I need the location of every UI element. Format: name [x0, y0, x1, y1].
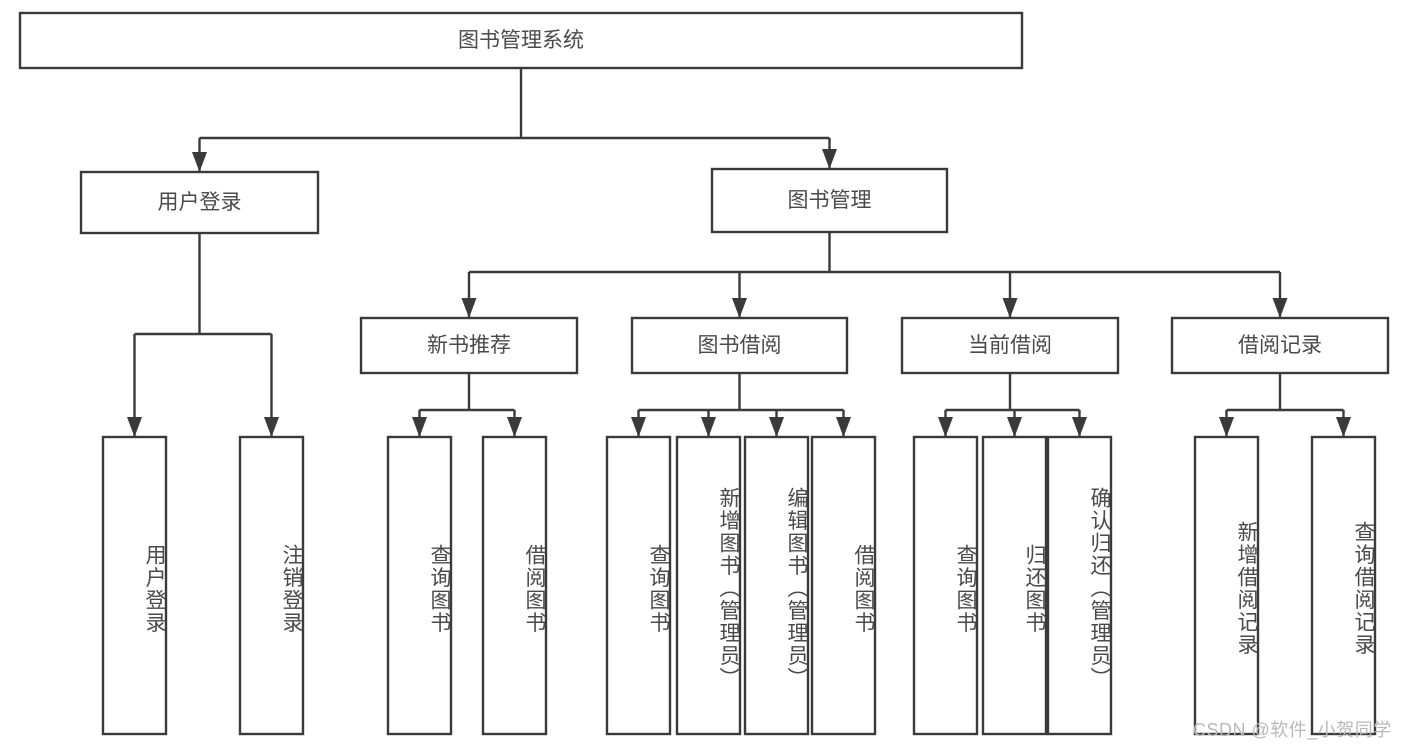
arrow-head-icon-leaf-query-borrow-record	[1336, 417, 1351, 437]
node-box-leaf-borrow-books-recommend[interactable]	[481, 435, 548, 736]
node-label-book-management: 图书管理	[788, 189, 872, 212]
arrow-head-icon-leaf-confirm-return-admin	[1072, 417, 1087, 437]
node-box-leaf-confirm-return-admin[interactable]	[1046, 435, 1113, 736]
node-box-leaf-edit-book-admin[interactable]	[743, 435, 810, 736]
boxes-layer	[18, 11, 1390, 736]
node-box-user-login[interactable]	[79, 170, 320, 235]
arrow-head-icon-leaf-query-books-recommend	[412, 417, 427, 437]
node-box-leaf-user-login[interactable]	[101, 435, 168, 736]
arrow-head-icon-leaf-return-books	[1007, 417, 1022, 437]
arrow-head-icon-current-borrow	[1002, 298, 1018, 318]
watermark: CSDN @软件_小贺同学	[1193, 720, 1392, 740]
node-box-leaf-query-books-current[interactable]	[912, 435, 979, 736]
node-label-root: 图书管理系统	[458, 29, 584, 52]
node-box-leaf-user-logout[interactable]	[238, 435, 305, 736]
arrow-head-icon-leaf-edit-book-admin	[769, 417, 784, 437]
node-box-root[interactable]	[18, 11, 1024, 70]
arrow-head-icon-leaf-borrow-books-borrow	[836, 417, 851, 437]
node-box-leaf-borrow-books-borrow[interactable]	[810, 435, 877, 736]
node-box-leaf-query-books-recommend[interactable]	[386, 435, 453, 736]
arrow-head-icon-borrow-record	[1272, 298, 1288, 318]
node-box-leaf-add-borrow-record[interactable]	[1193, 435, 1260, 736]
node-box-book-management[interactable]	[710, 167, 949, 234]
node-label-user-login: 用户登录	[158, 191, 242, 214]
node-label-current-borrow: 当前借阅	[968, 334, 1052, 357]
node-box-new-book-recommend[interactable]	[359, 316, 579, 375]
arrow-head-icon-new-book-recommend	[461, 298, 477, 318]
node-box-leaf-query-borrow-record[interactable]	[1310, 435, 1377, 736]
node-box-leaf-query-books-borrow[interactable]	[605, 435, 672, 736]
arrow-head-icon-leaf-user-logout	[264, 417, 279, 437]
arrow-head-icon-user-login	[192, 152, 207, 172]
arrow-head-icon-book-borrow	[732, 298, 747, 318]
node-label-book-borrow: 图书借阅	[698, 334, 782, 357]
node-label-new-book-recommend: 新书推荐	[427, 334, 511, 357]
arrow-head-icon-leaf-user-login	[127, 417, 142, 437]
arrow-head-icon-leaf-query-books-current	[938, 417, 953, 437]
arrow-head-icon-leaf-add-borrow-record	[1219, 417, 1234, 437]
node-box-book-borrow[interactable]	[630, 316, 849, 375]
node-box-leaf-return-books[interactable]	[981, 435, 1048, 736]
arrow-head-icon-leaf-borrow-books-recommend	[507, 417, 522, 437]
node-box-current-borrow[interactable]	[900, 316, 1120, 375]
arrow-head-icon-leaf-add-book-admin	[701, 417, 716, 437]
arrow-head-icon-leaf-query-books-borrow	[631, 417, 646, 437]
node-box-borrow-record[interactable]	[1170, 316, 1390, 375]
connectors-layer	[127, 68, 1351, 437]
node-label-borrow-record: 借阅记录	[1238, 334, 1322, 357]
node-box-leaf-add-book-admin[interactable]	[675, 435, 742, 736]
arrow-head-icon-book-management	[822, 149, 837, 169]
